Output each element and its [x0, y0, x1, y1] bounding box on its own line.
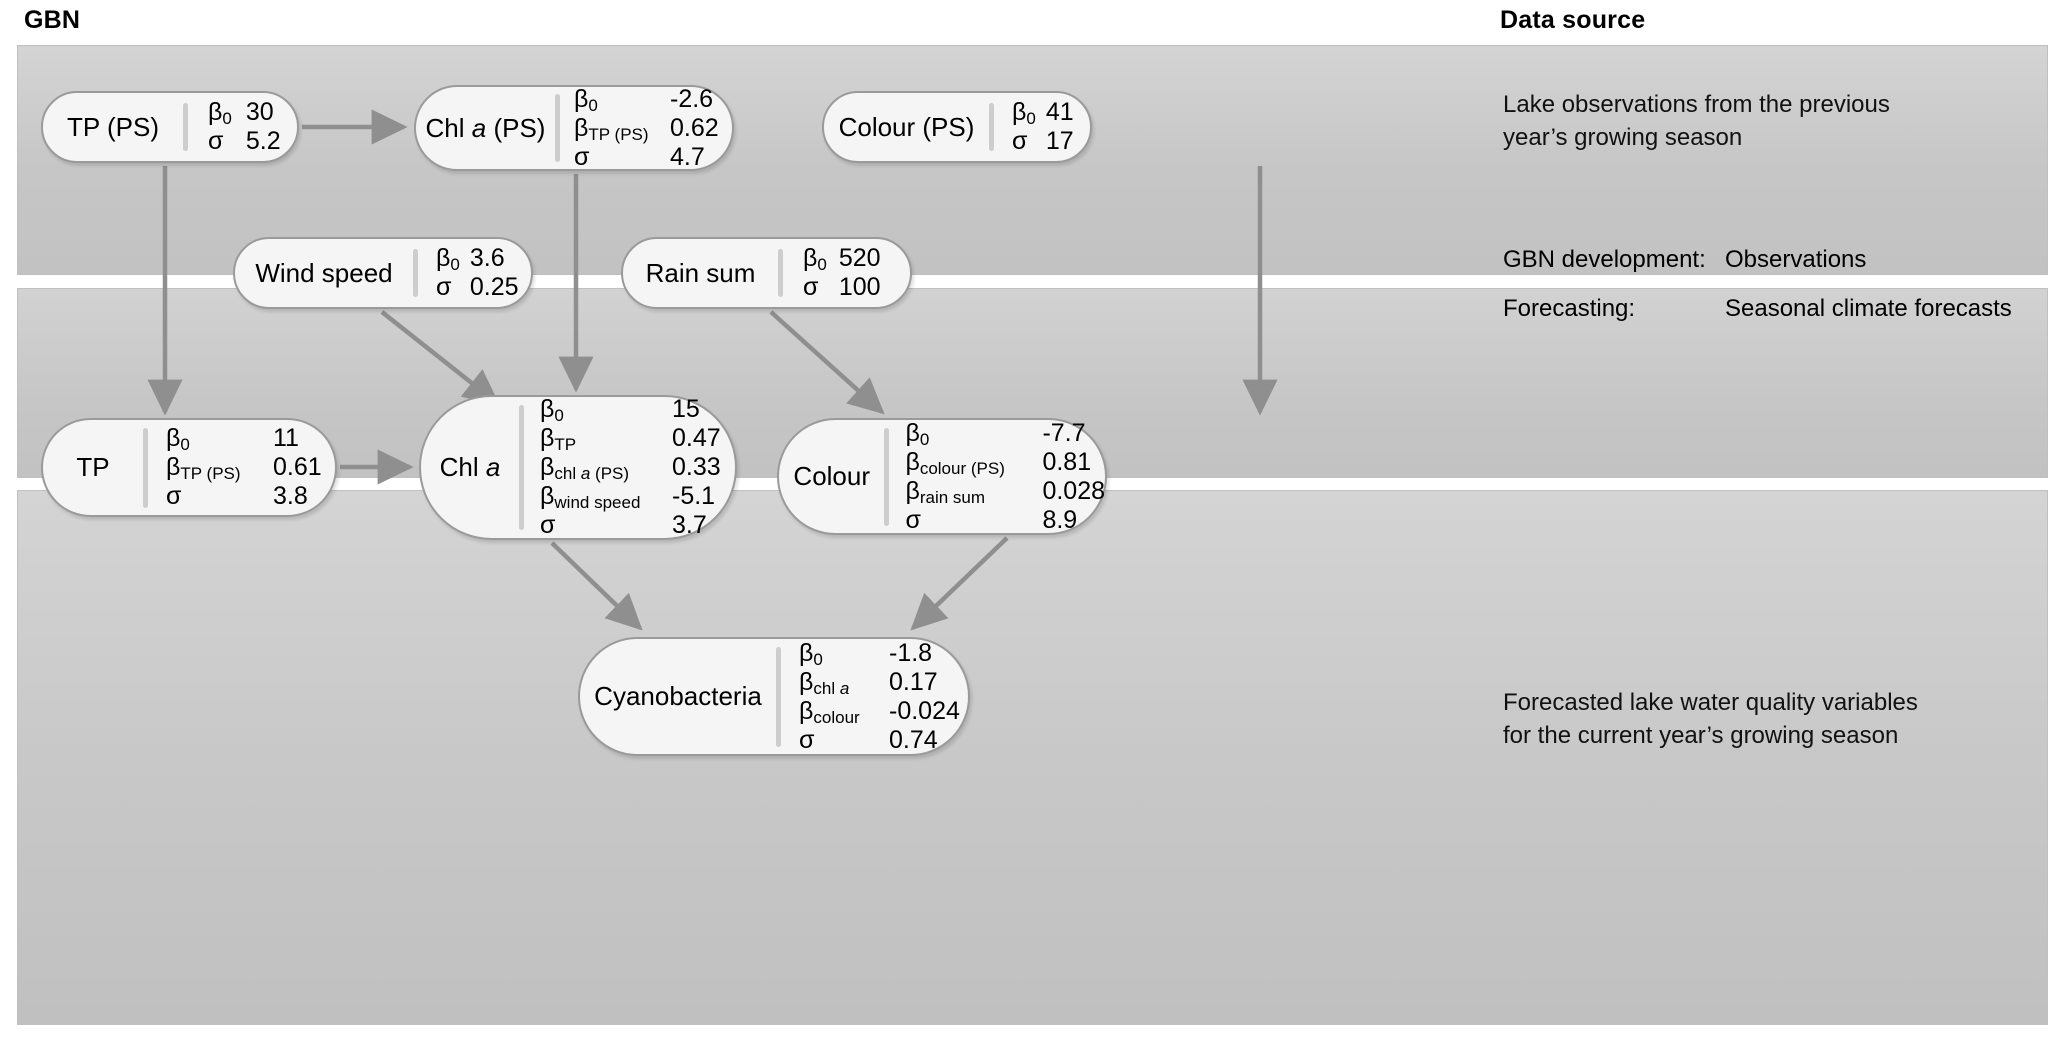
node-label: Cyanobacteria [594, 681, 762, 711]
node-chl-a[interactable]: Chl a β0 βTP βchl a (PS) βwind speed σ 1… [419, 395, 737, 540]
param-values: 3.6 0.25 [469, 244, 519, 301]
param-values: -2.6 0.62 4.7 [670, 84, 719, 171]
node-label: TP [76, 452, 110, 482]
node-separator [884, 427, 890, 526]
node-cyanobacteria[interactable]: Cyanobacteria β0 βchl a βcolour σ -1.8 0… [578, 637, 970, 756]
param-names: β0 βcolour (PS) βrain sum σ [905, 418, 1005, 534]
node-separator [183, 103, 188, 151]
param-names: β0 βTP (PS) σ [166, 424, 241, 510]
edge-colour-to-cyano [910, 536, 1009, 631]
node-label: Wind speed [255, 257, 393, 288]
param-values: 11 0.61 3.8 [273, 424, 322, 510]
page-title-data-source: Data source [1500, 6, 1646, 34]
caption-key: Forecasting: [1503, 295, 1636, 322]
node-separator [143, 427, 148, 508]
page-title-gbn: GBN [24, 6, 81, 34]
caption-row: GBN development: Observations [1503, 243, 2043, 276]
param-values: -7.7 0.81 0.028 8.9 [1042, 418, 1105, 534]
param-names: β0 σ [208, 98, 232, 155]
node-separator [413, 249, 418, 297]
param-values: 520 100 [838, 244, 881, 301]
edge-wind-to-chla [380, 310, 500, 406]
node-chl-a-ps[interactable]: Chl a (PS) β0 βTP (PS) σ -2.6 0.62 4.7 [414, 85, 734, 171]
node-colour-ps[interactable]: Colour (PS) β0 σ 41 17 [822, 91, 1092, 163]
node-label: Rain sum [645, 257, 756, 288]
node-tp-ps[interactable]: TP (PS) β0 σ 30 5.2 [41, 91, 299, 163]
node-separator [776, 646, 781, 747]
caption-data-source-band2: GBN development: Observations Forecastin… [1503, 243, 2043, 341]
node-separator [519, 405, 524, 530]
node-tp[interactable]: TP β0 βTP (PS) σ 11 0.61 3.8 [41, 418, 337, 517]
node-label: TP (PS) [67, 111, 159, 142]
param-names: β0 βchl a βcolour σ [799, 638, 860, 754]
node-label: Chl a [439, 452, 501, 482]
node-label: Chl a (PS) [425, 112, 546, 143]
param-names: β0 σ [1012, 98, 1036, 155]
param-values: -1.8 0.17 -0.024 0.74 [889, 638, 960, 754]
param-values: 30 5.2 [245, 98, 281, 155]
node-label: Colour (PS) [838, 111, 975, 142]
node-label: Colour [793, 461, 871, 491]
param-values: 41 17 [1045, 98, 1074, 155]
node-wind-speed[interactable]: Wind speed β0 σ 3.6 0.25 [233, 237, 533, 309]
param-values: 15 0.47 0.33 -5.1 3.7 [672, 395, 721, 539]
node-separator [989, 103, 994, 151]
caption-value: Observations [1725, 246, 1867, 273]
edge-rain-to-colour [769, 310, 885, 415]
node-colour[interactable]: Colour β0 βcolour (PS) βrain sum σ -7.7 … [777, 418, 1107, 535]
param-names: β0 βTP βchl a (PS) βwind speed σ [540, 395, 641, 539]
param-names: β0 σ [803, 244, 827, 301]
caption-row: Forecasting: Seasonal climate forecasts [1503, 292, 2043, 325]
param-names: β0 σ [436, 244, 460, 301]
caption-data-source-band1: Lake observations from the previous year… [1503, 91, 1890, 151]
caption-data-source-band3: Forecasted lake water quality variables … [1503, 689, 1918, 749]
caption-value: Seasonal climate forecasts [1725, 295, 2012, 322]
band-forecast [17, 490, 2048, 1025]
node-rain-sum[interactable]: Rain sum β0 σ 520 100 [621, 237, 912, 309]
node-separator [778, 249, 783, 297]
edge-chla-to-cyano [550, 541, 643, 631]
param-names: β0 βTP (PS) σ [574, 84, 649, 171]
caption-key: GBN development: [1503, 246, 1706, 273]
node-separator [555, 94, 560, 162]
